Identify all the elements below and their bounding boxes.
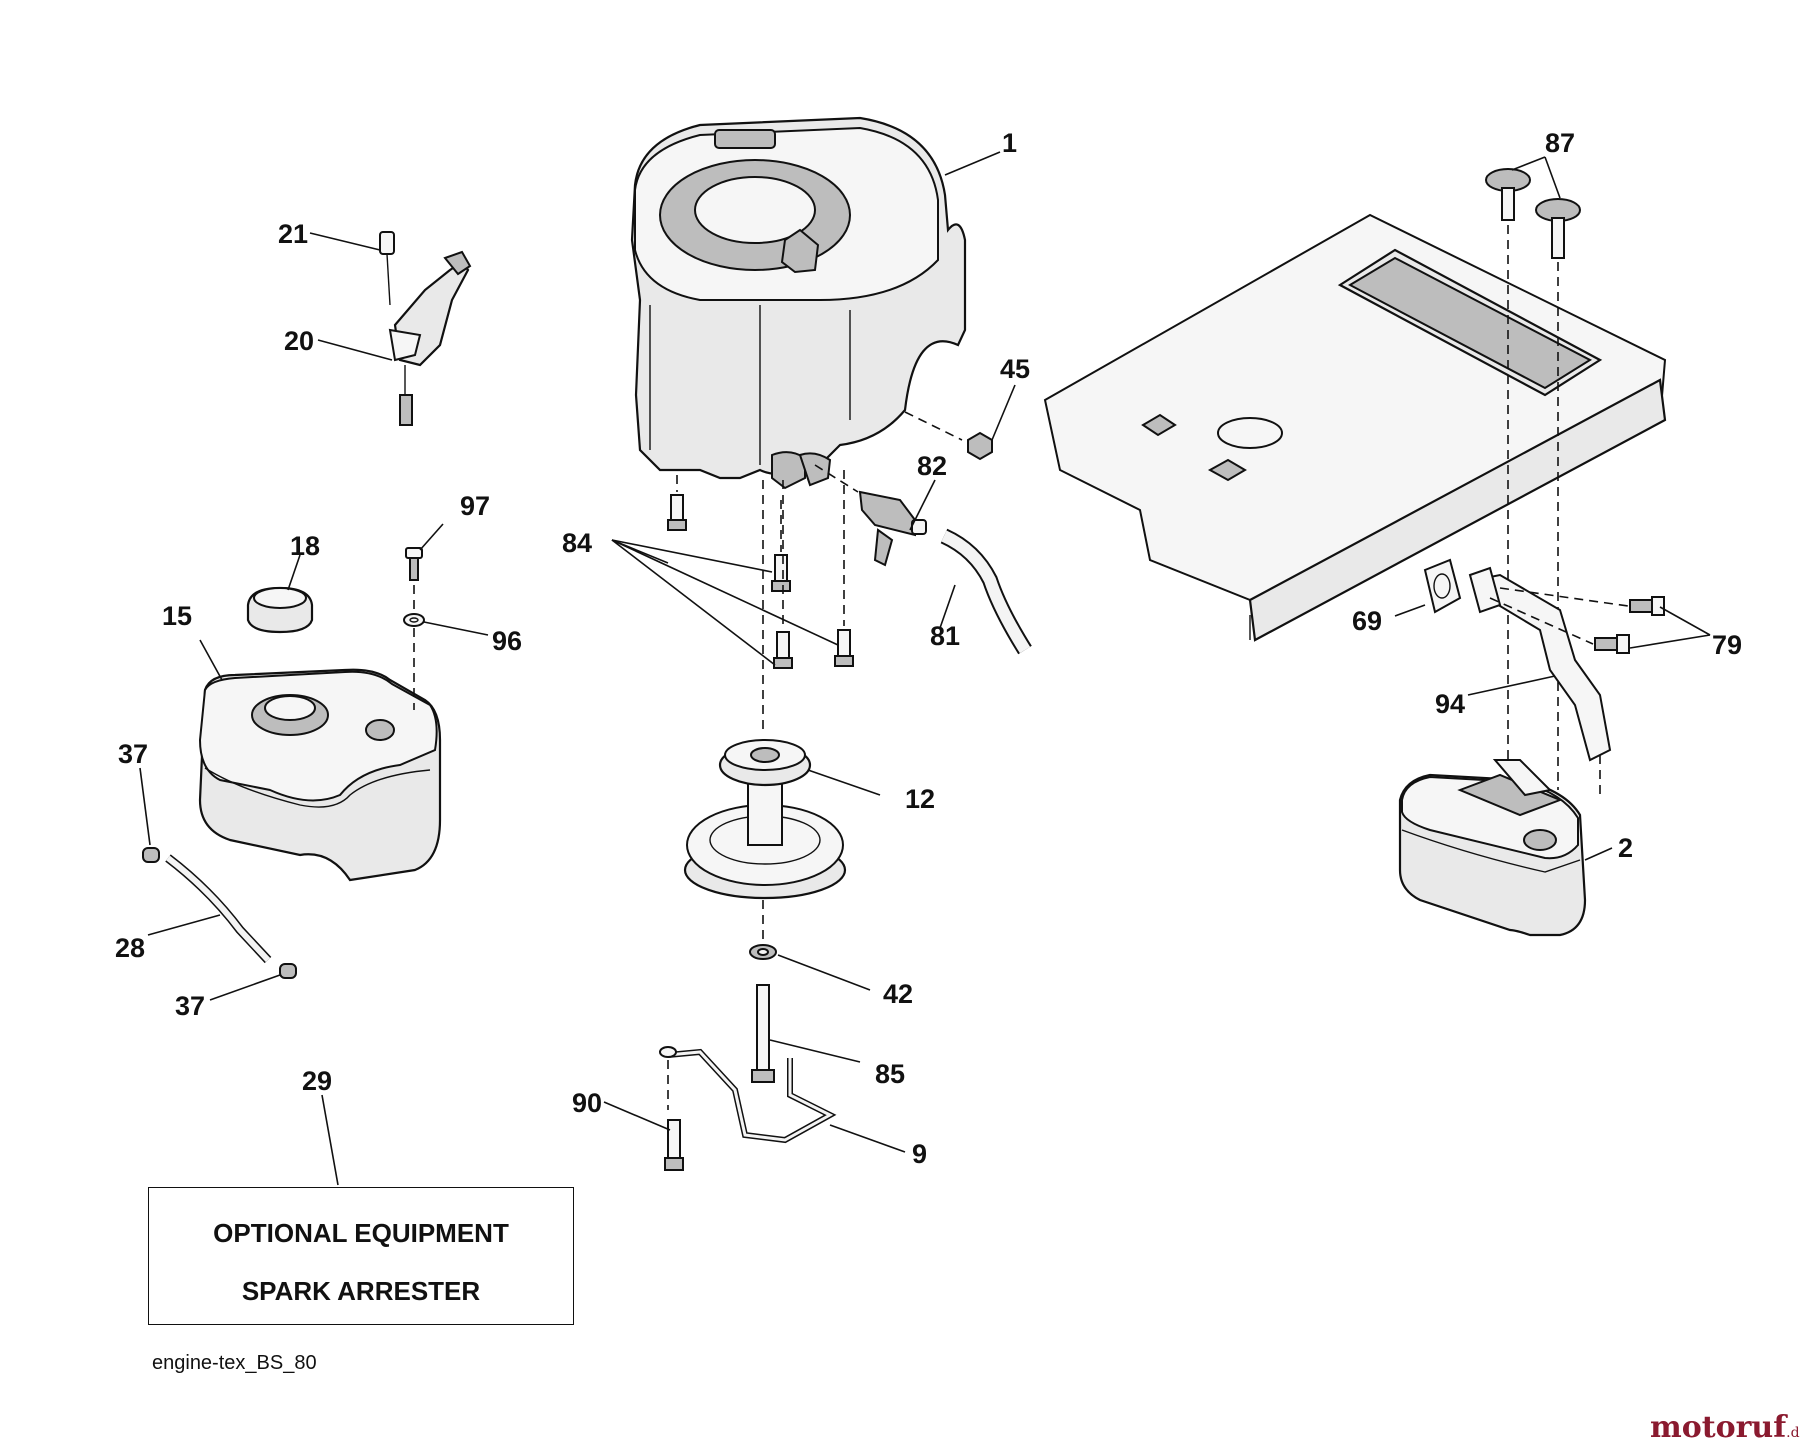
bracket-9-part [659, 1046, 837, 1144]
bolt-97-part [405, 547, 423, 581]
alignment-line [1489, 597, 1594, 645]
bolt-90-part [664, 1119, 684, 1171]
optional-equipment-title: OPTIONAL EQUIPMENT [213, 1218, 509, 1248]
callout-69: 69 [1352, 606, 1382, 636]
watermark-logo: motoruf.de [1650, 1410, 1800, 1445]
fuel-tank-part [198, 668, 442, 882]
bolt-84-part [667, 494, 854, 669]
drawing-reference: engine-tex_BS_80 [152, 1352, 317, 1374]
callout-82: 82 [917, 451, 947, 481]
callout-85: 85 [875, 1059, 905, 1089]
callout-90: 90 [572, 1088, 602, 1118]
callout-84: 84 [562, 528, 592, 558]
callout-94: 94 [1435, 689, 1465, 719]
washer-96-part [403, 613, 425, 627]
watermark-brand: motoruf [1650, 1410, 1787, 1445]
watermark-suffix: .de [1786, 1425, 1800, 1441]
fuel-cap-part [246, 586, 314, 634]
fuel-line-part [142, 847, 297, 979]
alignment-line [904, 411, 963, 441]
muffler-part [1398, 759, 1587, 937]
callout-20: 20 [284, 326, 314, 356]
callout-45: 45 [1000, 354, 1030, 384]
exhaust-pipe-part [1468, 566, 1612, 762]
callout-97: 97 [460, 491, 490, 521]
alignment-line [814, 464, 859, 493]
engine-part [630, 116, 967, 490]
callout-29: 29 [302, 1066, 332, 1096]
fuel-hose-part [940, 528, 1032, 655]
washer-42-part [749, 944, 777, 960]
callout-87: 87 [1545, 128, 1575, 158]
leader-lines [139, 151, 1711, 1186]
callout-1: 1 [1002, 128, 1017, 158]
callout-96: 96 [492, 626, 522, 656]
screw-79-part [1594, 596, 1665, 654]
callout-79: 79 [1712, 630, 1742, 660]
callout-15: 15 [162, 601, 192, 631]
callout-18: 18 [290, 531, 320, 561]
nut-45-part [967, 431, 993, 461]
spark-arrester-label: SPARK ARRESTER [241, 1276, 481, 1306]
bolt-85-part [751, 984, 775, 1083]
callout-42: 42 [883, 979, 913, 1009]
optional-equipment-box: OPTIONAL EQUIPMENT SPARK ARRESTER [148, 1187, 574, 1325]
callout-81: 81 [930, 621, 960, 651]
callout-37-lower: 37 [175, 991, 205, 1021]
chassis-frame-part [1043, 213, 1667, 642]
callout-37-upper: 37 [118, 739, 148, 769]
throttle-control-part [379, 231, 472, 426]
pulley-part [683, 739, 847, 900]
callout-28: 28 [115, 933, 145, 963]
callout-12: 12 [905, 784, 935, 814]
callout-9: 9 [912, 1139, 927, 1169]
callout-21: 21 [278, 219, 308, 249]
callout-labels: 1 87 21 20 45 82 84 81 97 18 96 15 37 28… [115, 128, 1742, 1169]
callout-2: 2 [1618, 833, 1633, 863]
alignment-line [1499, 587, 1629, 607]
gasket-69-part [1423, 558, 1462, 614]
fuel-filter-part [858, 490, 927, 567]
bolt-87-part [1485, 168, 1581, 259]
